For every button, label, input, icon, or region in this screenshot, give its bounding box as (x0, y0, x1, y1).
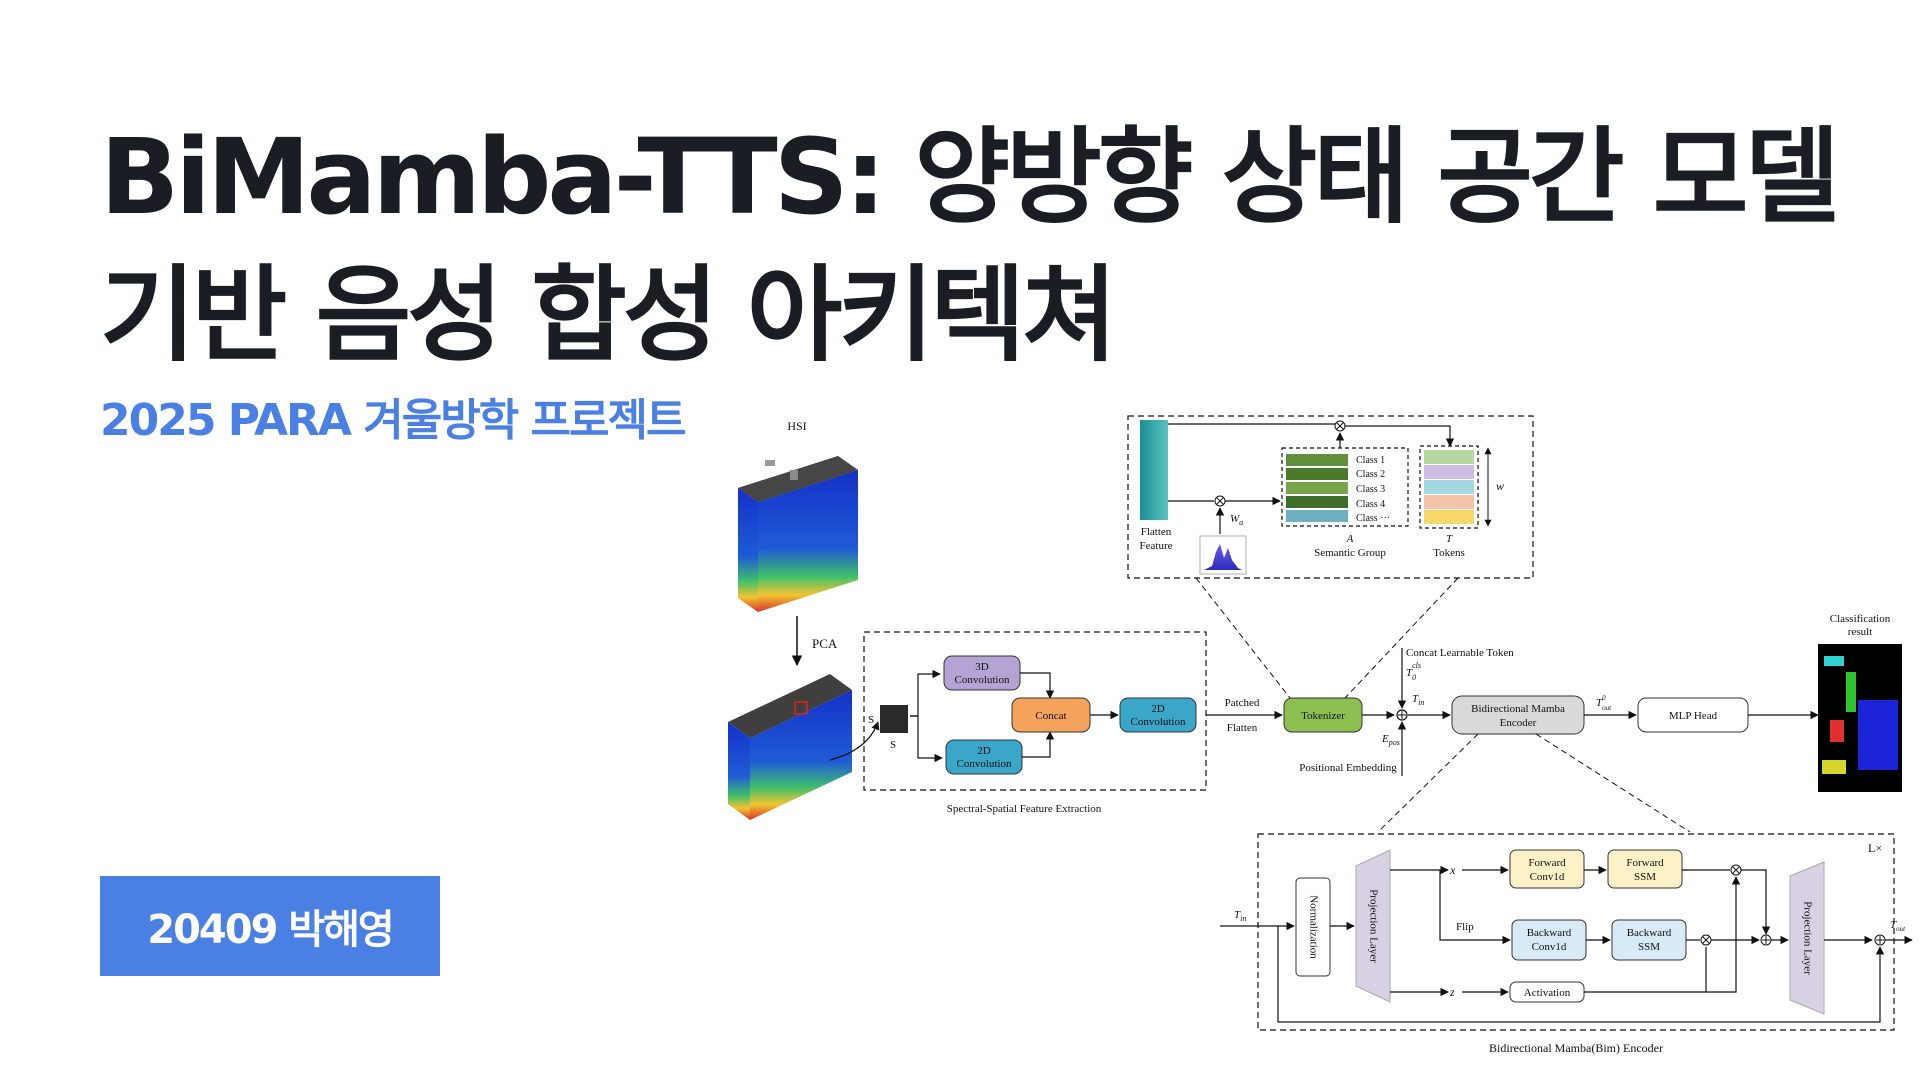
conv2d-right-node (1119, 697, 1197, 733)
conv2d-right-label-1: 2D (1151, 703, 1165, 715)
backward-ssm-node (1611, 919, 1687, 961)
t0-cls-label: T0cls (1406, 661, 1421, 682)
class-1-label: Class 1 (1356, 455, 1385, 466)
conv2d-right-label-2: Convolution (1130, 716, 1186, 728)
flatten-feature-label-2: Feature (1140, 540, 1173, 552)
page-title: BiMamba-TTS: 양방향 상태 공간 모델 기반 음성 합성 아키텍쳐 (100, 116, 1840, 376)
tokens-label: Tokens (1433, 547, 1465, 559)
normalization-node (1295, 877, 1331, 977)
conv2d-label-1: 2D (977, 745, 991, 757)
s-label-bottom: S (890, 739, 896, 751)
lx-label: L× (1868, 841, 1882, 855)
projection-layer-2-label: Projection Layer (1801, 901, 1813, 975)
ssfe-dashed-box (863, 631, 1207, 791)
encoder-caption: Bidirectional Mamba(Bim) Encoder (1489, 1041, 1663, 1055)
w-label: w (1496, 479, 1504, 493)
classification-label-2: result (1848, 626, 1872, 638)
concat-label: Concat (1035, 710, 1066, 722)
flatten-feature-label-1: Flatten (1141, 526, 1172, 538)
hsi-cube-image (738, 456, 858, 612)
class-2-label: Class 2 (1356, 469, 1385, 480)
wa-label: Wa (1230, 513, 1243, 527)
bimamba-label-2: Encoder (1500, 717, 1537, 729)
encoder-detail-box (1257, 833, 1895, 1031)
conv2d-label-2: Convolution (956, 758, 1012, 770)
patch-image (880, 705, 908, 733)
semantic-group-label: Semantic Group (1314, 547, 1386, 559)
t-in-label: Tin (1412, 693, 1424, 707)
flatten-label: Flatten (1227, 722, 1258, 734)
projection-layer-label: Projection Layer (1367, 889, 1379, 963)
bwd-conv-label-1: Backward (1527, 927, 1572, 939)
x-label: x (1449, 863, 1456, 877)
flatten-feature-image (1140, 420, 1168, 520)
ssfe-caption: Spectral-Spatial Feature Extraction (947, 803, 1102, 815)
projection-layer-node (1355, 849, 1391, 1003)
fwd-ssm-label-2: SSM (1634, 871, 1656, 883)
semantic-group-box (1281, 447, 1409, 527)
a-label: A (1346, 533, 1354, 545)
flip-label: Flip (1456, 921, 1474, 933)
t-tokens-label: T (1446, 533, 1453, 545)
enc-t-in-label: Tin (1234, 909, 1246, 923)
semantic-group-images (1286, 454, 1348, 522)
author-badge[interactable]: 20409 박해영 (100, 876, 440, 976)
classification-label-1: Classification (1830, 613, 1891, 625)
bwd-ssm-label-1: Backward (1627, 927, 1672, 939)
t-out-label: Tout0 (1596, 694, 1612, 712)
pca-label: PCA (812, 636, 838, 651)
token-stripes (1424, 450, 1474, 524)
mlp-head-label: MLP Head (1669, 710, 1718, 722)
patched-label: Patched (1225, 697, 1260, 709)
tokenizer-label: Tokenizer (1301, 710, 1345, 722)
hsi-label: HSI (787, 419, 806, 433)
fwd-conv-label-2: Conv1d (1530, 871, 1565, 883)
enc-t-out-label: Tout (1890, 919, 1906, 933)
s-label-left: S (868, 714, 874, 726)
positional-embedding-label: Positional Embedding (1299, 762, 1397, 774)
class-3-label: Class 3 (1356, 484, 1385, 495)
conv3d-label-1: 3D (975, 661, 989, 673)
classification-result-image (1818, 644, 1902, 792)
forward-ssm-node (1607, 849, 1683, 889)
bimamba-label-1: Bidirectional Mamba (1471, 703, 1565, 715)
forward-conv1d-node (1509, 849, 1585, 889)
tokens-box (1419, 445, 1479, 529)
normalization-label: Normalization (1307, 895, 1319, 959)
concat-learnable-token-label: Concat Learnable Token (1406, 647, 1514, 659)
tokenizer-detail-box (1127, 415, 1534, 579)
weight-histogram-image (1199, 535, 1247, 575)
e-pos-label: Epos (1381, 733, 1400, 747)
fwd-conv-label-1: Forward (1528, 857, 1566, 869)
class-4-label: Class 4 (1356, 499, 1385, 510)
projection-layer-2-node (1789, 861, 1825, 1015)
bwd-conv-label-2: Conv1d (1532, 941, 1567, 953)
bwd-ssm-label-2: SSM (1638, 941, 1660, 953)
project-subtitle: 2025 PARA 겨울방학 프로젝트 (100, 395, 686, 446)
conv3d-label-2: Convolution (954, 674, 1010, 686)
activation-label: Activation (1524, 987, 1571, 999)
pca-cube-image (728, 674, 852, 820)
fwd-ssm-label-1: Forward (1626, 857, 1664, 869)
backward-conv1d-node (1511, 919, 1587, 961)
class-etc-label: Class ··· (1356, 513, 1390, 524)
z-label: z (1449, 985, 1455, 999)
